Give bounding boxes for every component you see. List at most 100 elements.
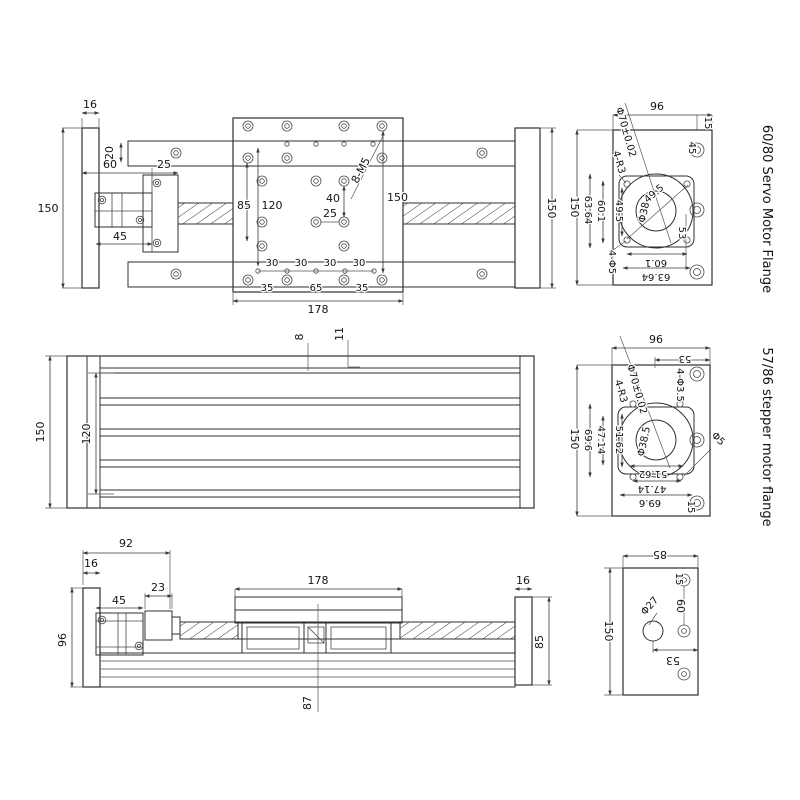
stepper-motor-face [617, 406, 695, 475]
dim-63-64-servo: 63.64 [582, 196, 593, 225]
dim-left-plate-width: 16 [83, 98, 97, 111]
dim-150-stepper: 150 [568, 429, 581, 450]
profile-view: 120 150 8 11 [33, 326, 535, 509]
dim-92: 92 [119, 537, 133, 550]
dim-30-4: 30 [353, 258, 366, 269]
rod-bore-circle [642, 620, 664, 642]
carriage-top-plate-side [234, 596, 403, 611]
dim-groove-span: 120 [80, 424, 93, 445]
dim-60-end: 60 [674, 599, 687, 613]
stepper-bore-circle [635, 419, 677, 461]
dim-85-end: 85 [653, 548, 667, 561]
right-end-plate [514, 127, 541, 289]
dim-85-side: 85 [533, 635, 546, 649]
dim-45-servo: 45 [686, 142, 697, 155]
carriage-plate [232, 117, 404, 293]
dim-35-1: 35 [261, 283, 274, 294]
dim-motor-offset: 60 [103, 158, 117, 171]
right-plate-side [514, 596, 533, 686]
dim-corner-r-stepper: 4-R3 [612, 379, 629, 404]
end-view: Φ27 85 150 60 15 53 [601, 547, 699, 696]
thread-callout: 8-M5 [349, 155, 373, 185]
dim-center-holes-25: 25 [323, 207, 337, 220]
dim-49-5-servo: 49.5 [613, 200, 624, 222]
dim-47-14-bottom: 47.14 [638, 483, 667, 494]
dim-30-2: 30 [295, 258, 308, 269]
bottom-rail [127, 261, 516, 288]
dim-53-stepper: 53 [679, 353, 692, 364]
left-plate-side [82, 587, 101, 688]
dim-60-1-bottom-servo: 60.1 [645, 257, 667, 268]
dim-96-servo: 96 [650, 100, 664, 113]
dim-16-right: 16 [516, 574, 530, 587]
dim-15-servo: 15 [702, 117, 713, 130]
dim-holes-servo: 4-Φ5 [606, 250, 617, 274]
dim-16-left: 16 [84, 557, 98, 570]
dim-65: 65 [310, 283, 323, 294]
dim-69-6-bottom: 69.6 [639, 497, 661, 508]
dim-center-holes-40: 40 [326, 192, 340, 205]
dim-base-height: 150 [38, 202, 59, 215]
servo-spigot-circle [618, 173, 694, 249]
dim-plate-width: 178 [308, 303, 329, 316]
end-plate [622, 567, 699, 696]
stepper-flange-view: 96 53 Φ70±0.02 4-R3 4-Φ3.5 150 69.6 47.1… [567, 332, 774, 527]
dim-96: 96 [56, 633, 69, 647]
dim-69-6-stepper: 69.6 [582, 429, 593, 451]
dim-motor-width: 45 [113, 230, 127, 243]
dim-slot-8: 8 [293, 334, 306, 341]
dim-profile-height: 150 [34, 422, 47, 443]
dim-5-stepper: Φ5 [709, 430, 727, 448]
dim-51-62-bottom: 51.62 [639, 468, 668, 479]
dim-30-3: 30 [324, 258, 337, 269]
dim-holes-stepper: 4-Φ3.5 [674, 368, 685, 402]
dim-35-2: 35 [356, 283, 369, 294]
stepper-flange-plate [611, 364, 711, 517]
dim-45-side: 45 [112, 594, 126, 607]
dim-hole-span-150: 150 [387, 191, 408, 204]
top-view: 16 150 20 60 25 45 85 120 40 25 8-M5 150… [36, 97, 559, 318]
dim-hole-span-85: 85 [237, 199, 251, 212]
dim-49-5-diag-servo: 49.5 [642, 183, 666, 206]
servo-flange-title: 60/80 Servo Motor Flange [759, 125, 774, 293]
servo-bore-circle [635, 190, 677, 232]
side-view: 92 16 23 45 96 178 16 85 87 [55, 536, 552, 712]
dim-15-stepper: 15 [685, 501, 696, 514]
screw-rod-left [177, 202, 234, 225]
base-extrusion-side [99, 652, 516, 688]
dim-178-side: 178 [308, 574, 329, 587]
dim-51-62-stepper: 51.62 [613, 426, 624, 455]
stepper-spigot-circle [618, 402, 694, 478]
dim-bore-27: Φ27 [639, 595, 661, 618]
dim-right-plate-height: 150 [545, 198, 558, 219]
dim-23: 23 [151, 581, 165, 594]
top-rail [127, 140, 516, 167]
servo-flange-plate [612, 129, 713, 286]
stepper-flange-title: 57/86 stepper motor flange [759, 347, 774, 526]
dim-rail-width: 20 [103, 146, 116, 160]
dim-96-stepper: 96 [649, 333, 663, 346]
dim-30-1: 30 [266, 258, 279, 269]
screw-rod-right [402, 202, 516, 225]
dim-150-servo: 150 [568, 197, 581, 218]
dim-slot-11: 11 [333, 327, 346, 341]
dim-63-64-bottom-servo: 63.64 [642, 271, 671, 282]
coupling-side [144, 610, 173, 641]
bearing-housing [142, 174, 179, 253]
dim-53-end: 53 [666, 654, 680, 667]
dim-150-end: 150 [602, 621, 615, 642]
dim-87: 87 [301, 696, 314, 710]
dim-housing-width: 25 [157, 158, 171, 171]
extrusion-body [66, 355, 535, 509]
dim-53-servo: 53 [676, 227, 687, 240]
dim-60-1-servo: 60.1 [595, 200, 606, 222]
motor-side [95, 612, 144, 656]
dim-bore-servo: Φ38 [637, 201, 652, 223]
dim-47-14-stepper: 47.14 [595, 426, 606, 455]
servo-flange-view: 96 15 45 Φ70±0.02 4-R3 150 63.64 60.1 49… [567, 99, 774, 293]
dim-spigot-stepper: Φ70±0.02 [624, 363, 649, 415]
dim-15-end: 15 [673, 573, 684, 586]
left-end-plate [81, 127, 100, 289]
